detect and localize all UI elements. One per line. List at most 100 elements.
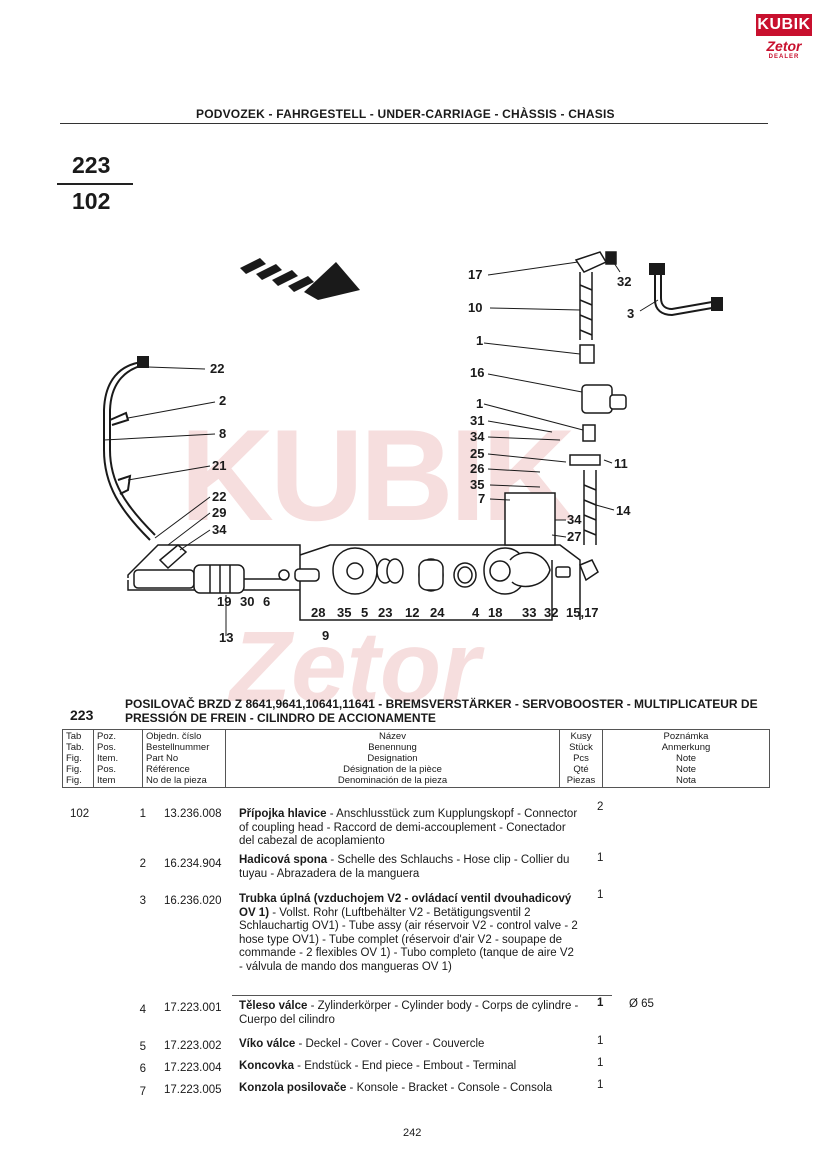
callout-10: 10 — [468, 300, 482, 315]
master-cylinder — [133, 544, 320, 594]
table-row-part: 17.223.005 — [164, 1084, 222, 1096]
callout-34b: 34 — [212, 522, 227, 537]
section-header: PODVOZEK - FAHRGESTELL - UNDER-CARRIAGE … — [196, 107, 615, 121]
callout-7: 7 — [478, 491, 485, 506]
callout-12: 12 — [405, 605, 419, 620]
col-obj-line: Part No — [146, 753, 179, 764]
table-row-qty: 1 — [597, 997, 604, 1009]
col-pozn-line: Nota — [675, 775, 697, 786]
table-row-qty: 1 — [597, 1079, 604, 1091]
desc-rest: - Zylinderkörper - Cylinder body - Corps… — [239, 1000, 579, 1026]
callout-33: 33 — [522, 605, 536, 620]
logo-zetor: Zetor DEALER — [756, 38, 812, 60]
col-kus-line: Qté — [573, 764, 589, 775]
col-poz-line: Item — [97, 775, 116, 786]
callout-13: 13 — [219, 630, 233, 645]
col-obj-line: Bestellnummer — [146, 742, 210, 753]
table-row-note: Ø 65 — [629, 998, 654, 1010]
header-rule — [60, 123, 768, 124]
table-row-desc: Trubka úplná (vzduchojem V2 - ovládací v… — [239, 893, 579, 974]
callout-9: 9 — [322, 628, 329, 643]
desc-rest: - Deckel - Cover - Cover - Couvercle — [295, 1038, 485, 1050]
table-row-pos: 5 — [139, 1041, 146, 1053]
tab-number: 223 — [72, 152, 111, 178]
callout-22a: 22 — [210, 361, 224, 376]
callout-14: 14 — [616, 503, 631, 518]
table-row-part: 13.236.008 — [164, 808, 222, 820]
logo-kubik: KUBIK — [756, 14, 812, 36]
row-separator — [232, 995, 612, 996]
callout-34c: 34 — [567, 512, 582, 527]
table-row-qty: 1 — [597, 852, 604, 864]
callout-19: 19 — [217, 594, 231, 609]
desc-bold: Přípojka hlavice — [239, 808, 327, 820]
table-row-pos: 2 — [139, 858, 146, 870]
callout-3: 3 — [627, 306, 634, 321]
col-poz-line: Poz. — [97, 731, 117, 742]
part-callouts: 17 32 3 10 1 16 22 2 8 21 1 31 34 25 11 … — [210, 267, 634, 645]
table-row-desc: Těleso válce - Zylinderkörper - Cylinder… — [239, 1000, 579, 1027]
callout-16: 16 — [470, 365, 484, 380]
col-pozn-line: Note — [675, 764, 697, 775]
col-poz-line: Item. — [97, 753, 119, 764]
callout-1a: 1 — [476, 333, 483, 348]
col-pozn-line: Poznámka — [663, 731, 709, 742]
table-row-qty: 1 — [597, 1035, 604, 1047]
callout-35a: 35 — [470, 477, 484, 492]
table-row-qty: 1 — [597, 1057, 604, 1069]
callout-2: 2 — [219, 393, 226, 408]
col-poz-line: Pos. — [97, 742, 117, 753]
callout-34a: 34 — [470, 429, 485, 444]
callout-4: 4 — [472, 605, 480, 620]
column-header-table: Tab Tab. Fig. Fig. Fig. Poz. Pos. Item. … — [62, 729, 770, 788]
direction-arrow-icon — [240, 258, 360, 300]
table-row-tab: 102 — [70, 808, 90, 820]
table-row-desc: Přípojka hlavice - Anschlusstück zum Kup… — [239, 808, 579, 849]
col-naz-line: Denominación de la pieza — [337, 775, 448, 786]
desc-rest: - Vollst. Rohr (Luftbehälter V2 - Betäti… — [239, 906, 578, 973]
col-tab-line: Fig. — [66, 753, 82, 764]
desc-bold: Koncovka — [239, 1060, 294, 1072]
callout-23: 23 — [378, 605, 392, 620]
col-poz-line: Pos. — [97, 764, 117, 775]
col-naz-line: Designation — [367, 753, 418, 764]
desc-bold: Těleso válce — [239, 1000, 308, 1012]
table-number: 223 — [70, 707, 94, 723]
callout-30: 30 — [240, 594, 254, 609]
desc-rest: - Konsole - Bracket - Console - Consola — [346, 1082, 553, 1094]
col-note: Poznámka Anmerkung Note Note Nota — [602, 729, 770, 788]
callout-5: 5 — [361, 605, 368, 620]
table-row-part: 16.236.020 — [164, 895, 222, 907]
callout-17: 17 — [468, 267, 482, 282]
col-kus-line: Stück — [569, 742, 593, 753]
tab-divider — [57, 183, 133, 185]
col-obj-line: No de la pieza — [146, 775, 207, 786]
table-title: POSILOVAČ BRZD Z 8641,9641,10641,11641 -… — [125, 697, 758, 725]
col-quantity: Kusy Stück Pcs Qté Piezas — [559, 729, 603, 788]
desc-bold: Víko válce — [239, 1038, 296, 1050]
callout-32: 32 — [617, 274, 631, 289]
col-kus-line: Piezas — [566, 775, 596, 786]
col-tab-line: Fig. — [66, 775, 82, 786]
table-row-pos: 1 — [139, 808, 146, 820]
desc-bold: Hadicová spona — [239, 854, 328, 866]
desc-rest: - Anschlusstück zum Kupplungskopf - Conn… — [239, 808, 578, 847]
col-obj-line: Objedn. číslo — [146, 731, 202, 742]
table-row-part: 17.223.002 — [164, 1040, 222, 1052]
col-tab-line: Tab — [66, 731, 82, 742]
leader-lines — [103, 259, 659, 636]
callout-28: 28 — [311, 605, 325, 620]
callout-1b: 1 — [476, 396, 483, 411]
col-poz: Poz. Pos. Item. Pos. Item — [93, 729, 143, 788]
logo-dealer-text: DEALER — [768, 54, 800, 60]
col-pozn-line: Note — [675, 753, 697, 764]
callout-8: 8 — [219, 426, 226, 441]
col-kus-line: Pcs — [573, 753, 589, 764]
table-row-part: 17.223.001 — [164, 1002, 222, 1014]
col-designation: Název Benennung Designation Désignation … — [225, 729, 560, 788]
callout-6: 6 — [263, 594, 270, 609]
hose-assembly — [103, 356, 156, 541]
callout-22b: 22 — [212, 489, 226, 504]
table-row-desc: Koncovka - Endstück - End piece - Embout… — [239, 1060, 579, 1074]
desc-bold: Trubka úplná (vzduchojem V2 - ovládací v… — [239, 893, 572, 919]
